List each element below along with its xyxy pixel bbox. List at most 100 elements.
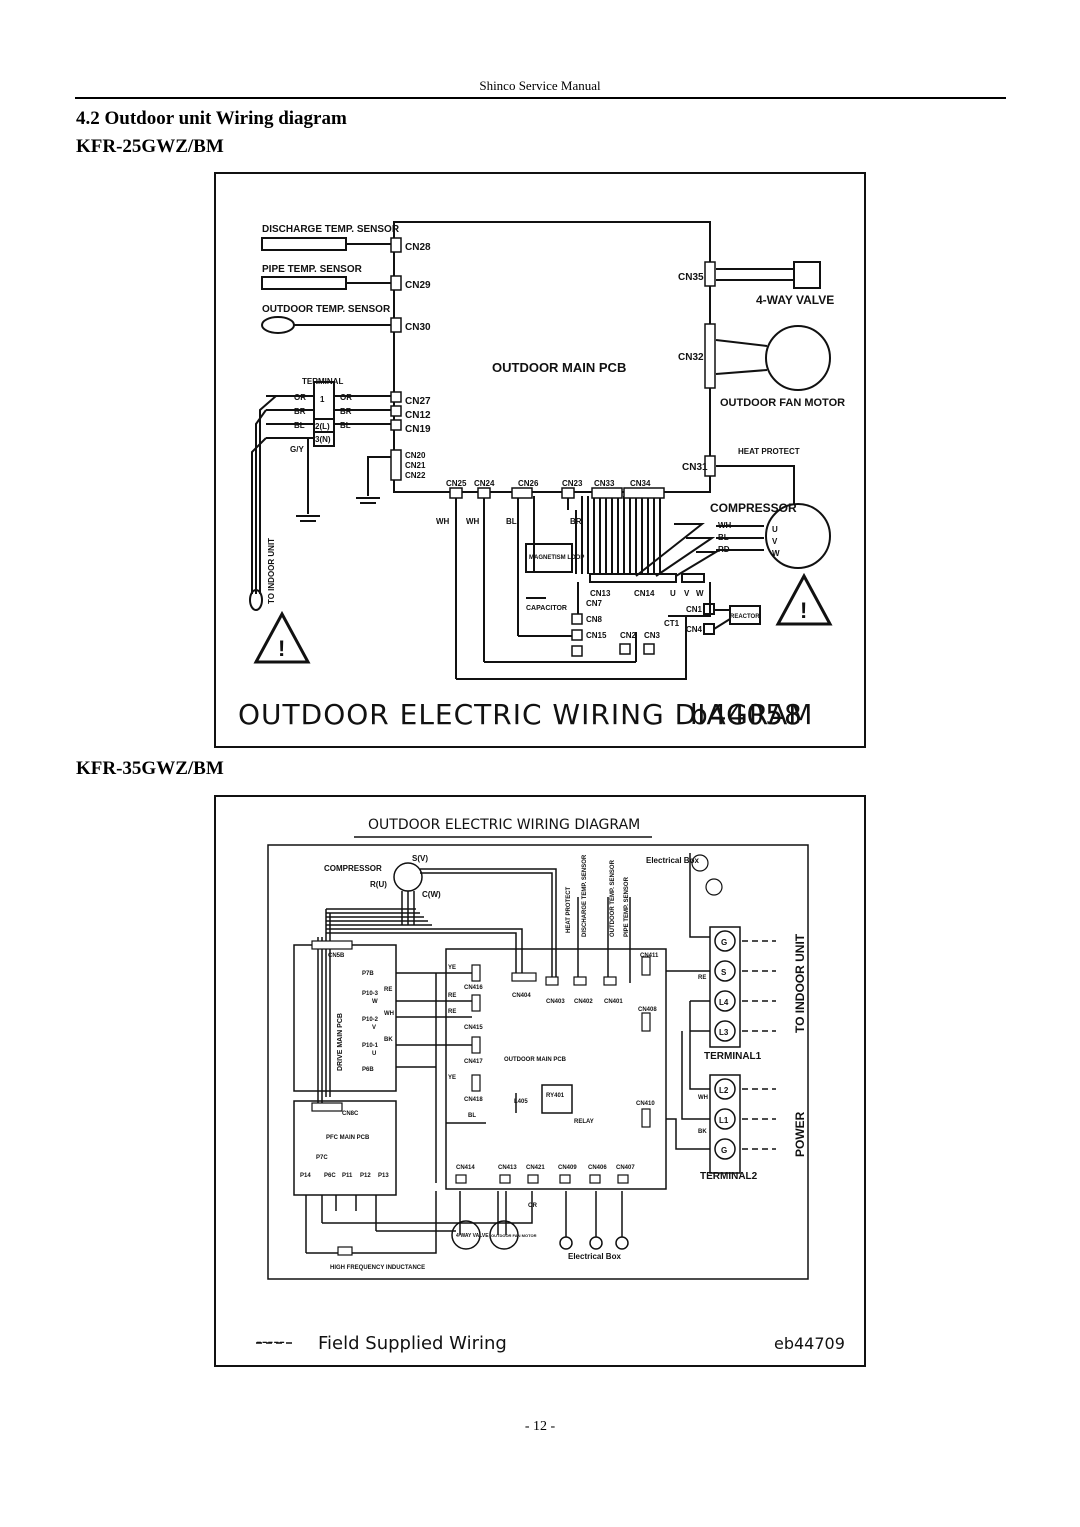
wire-color: RE: [448, 1009, 456, 1015]
connector-label: P12: [360, 1173, 371, 1179]
phase-label: U: [772, 525, 778, 534]
wiring-diagram-2-svg: OUTDOOR ELECTRIC WIRING DIAGRAM: [256, 817, 845, 1354]
phase-label: V: [372, 1025, 376, 1031]
connector-label: CN26: [518, 479, 539, 488]
connector-label: CN410: [636, 1101, 655, 1107]
connector-label: CN31: [682, 462, 708, 473]
connector-label: CN14: [634, 589, 655, 598]
connector-label: CN411: [640, 953, 659, 959]
wiring-diagram-1: ! ! DISCHARGE TEMP. SENSOR PIPE TEMP. SE…: [214, 172, 866, 748]
connector-label: L405: [514, 1099, 528, 1105]
connector-label: CN1: [686, 605, 703, 614]
phase-label: W: [372, 999, 378, 1005]
wire-color: BL: [294, 421, 305, 430]
relay-label: RELAY: [574, 1119, 594, 1125]
warning-icon: [253, 610, 311, 664]
terminal-title: TERMINAL: [302, 377, 343, 386]
connector-label: CN25: [446, 479, 467, 488]
connector-label: CN402: [574, 999, 593, 1005]
diagram-code: eb44709: [774, 1334, 845, 1353]
connector-label: CN8C: [342, 1111, 359, 1117]
connector-label: CN21: [405, 461, 426, 470]
wire-color: RD: [718, 545, 730, 554]
terminal1-title: TERMINAL1: [704, 1051, 762, 1062]
connector-label: P13: [378, 1173, 389, 1179]
phase-label: U: [372, 1051, 376, 1057]
wire-color: BK: [698, 1129, 707, 1135]
four-way-valve-label: 4-WAY VALVE: [456, 1233, 489, 1239]
wire-color: OR: [294, 393, 306, 402]
phase-label: V: [684, 589, 690, 598]
phase-label: V: [772, 537, 778, 546]
wire-color: BR: [294, 407, 306, 416]
compressor-pin: C(W): [422, 890, 441, 899]
connector-label: CN15: [586, 631, 607, 640]
connector-label: P10-1: [362, 1043, 379, 1049]
diagram-title: OUTDOOR ELECTRIC WIRING DIAGRAM: [238, 698, 813, 731]
sensor-label: PIPE TEMP. SENSOR: [262, 264, 363, 275]
connector-label: CN413: [498, 1165, 517, 1171]
wire-color: RE: [698, 975, 706, 981]
connector-label: CN12: [405, 410, 431, 421]
electrical-box-label: Electrical Box: [646, 856, 699, 865]
terminal-pin: G: [721, 938, 727, 947]
connector-label: CN401: [604, 999, 623, 1005]
connector-label: CN20: [405, 451, 426, 460]
connector-label: P10-2: [362, 1017, 379, 1023]
connector-label: CN19: [405, 424, 431, 435]
terminal-pin: L2: [719, 1086, 729, 1095]
connector-label: P7B: [362, 971, 374, 977]
terminal-pin: 2(L): [315, 422, 330, 431]
compressor-pin: R(U): [370, 880, 387, 889]
diagram-code: b44058: [690, 698, 803, 731]
connector-label: CN418: [464, 1097, 483, 1103]
heat-protect-label: HEAT PROTECT: [738, 447, 800, 456]
sensor-label: DISCHARGE TEMP. SENSOR: [582, 854, 588, 937]
pcb-outline: [393, 221, 711, 493]
wire-color: BL: [718, 533, 729, 542]
main-pcb-label: OUTDOOR MAIN PCB: [504, 1057, 567, 1063]
wire-color: YE: [448, 1075, 456, 1081]
wire-color: WH: [466, 517, 480, 526]
wire-color: OR: [340, 393, 352, 402]
reactor-label: REACTOR: [730, 614, 760, 620]
fan-motor-label: OUTDOOR FAN MOTOR: [720, 397, 845, 409]
drive-pcb-label: DRIVE MAIN PCB: [337, 1013, 344, 1071]
page-number: - 12 -: [524, 1419, 556, 1434]
connector-label: CN35: [678, 272, 704, 283]
connector-label: CN28: [405, 242, 431, 253]
connector-label: CN23: [562, 479, 583, 488]
terminal-pin: L1: [719, 1116, 729, 1125]
connector-label: CN403: [546, 999, 565, 1005]
wiring-diagram-2: OUTDOOR ELECTRIC WIRING DIAGRAM: [214, 795, 866, 1367]
connector-label: CN2: [620, 631, 637, 640]
to-indoor-label: TO INDOOR UNIT: [793, 933, 807, 1033]
connector-label: P14: [300, 1173, 311, 1179]
header-rule: [75, 97, 1006, 99]
connector-label: CN3: [644, 631, 661, 640]
wire-color: WH: [698, 1095, 708, 1101]
pfc-pcb-label: PFC MAIN PCB: [326, 1135, 370, 1141]
connector-label: CN407: [616, 1165, 635, 1171]
connector-label: CN27: [405, 396, 431, 407]
connector-label: CN416: [464, 985, 483, 991]
capacitor-label: CAPACITOR: [526, 605, 567, 612]
wire-color: BR: [340, 407, 352, 416]
terminal-pin: L3: [719, 1028, 729, 1037]
drive-pcb-outline: [293, 944, 397, 1092]
terminal2-title: TERMINAL2: [700, 1171, 758, 1182]
connector-label: P11: [342, 1173, 353, 1179]
wire-color: YE: [448, 965, 456, 971]
connector-label: P7C: [316, 1155, 328, 1161]
connector-label: CN8: [586, 615, 603, 624]
connector-label: CN4: [686, 625, 703, 634]
four-way-valve-label: 4-WAY VALVE: [756, 293, 834, 307]
wiring-diagram-1-svg: ! ! DISCHARGE TEMP. SENSOR PIPE TEMP. SE…: [238, 221, 845, 731]
manual-header: Shinco Service Manual: [479, 78, 601, 93]
connector-label: CN415: [464, 1025, 483, 1031]
model-heading-1: KFR-25GWZ/BM: [76, 136, 224, 157]
connector-label: CN421: [526, 1165, 545, 1171]
terminal-pin: 1: [320, 395, 325, 404]
connector-label: CN417: [464, 1059, 483, 1065]
connector-label: CN408: [638, 1007, 657, 1013]
